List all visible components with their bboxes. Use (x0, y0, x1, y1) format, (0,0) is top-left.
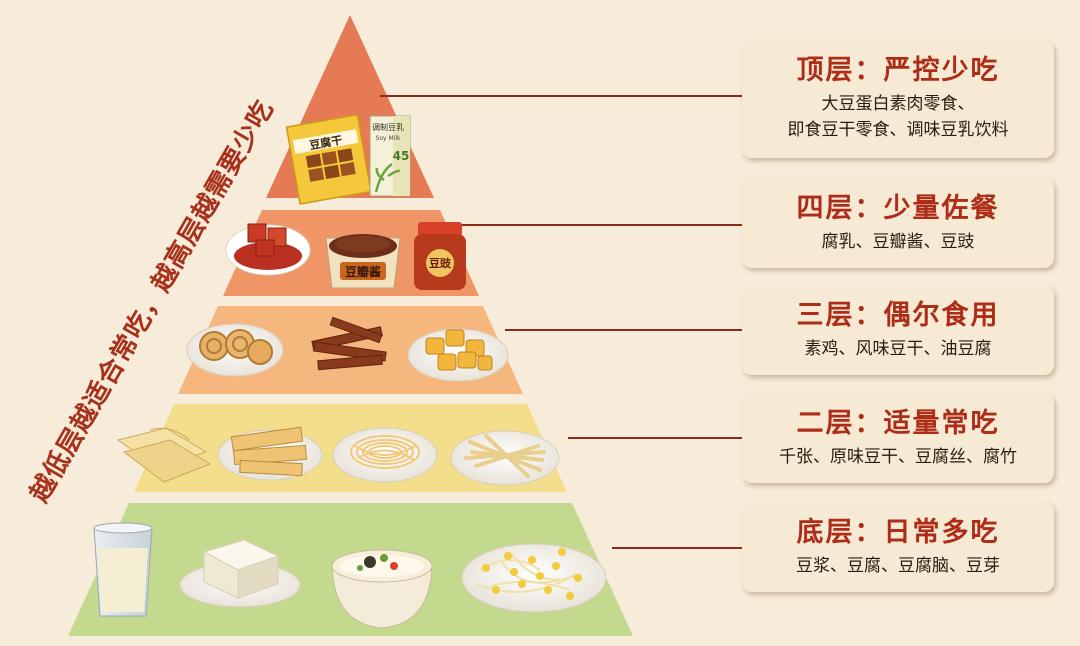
qianzhang-sheets-image (116, 427, 212, 483)
tier-3-title: 三层：偶尔食用 (796, 300, 1000, 331)
connectors (380, 95, 745, 549)
tier-base-line-1: 豆浆、豆腐、豆腐脑、豆芽 (796, 556, 1000, 576)
soy-milk-glass-image (93, 522, 153, 617)
tier-4-card: 四层：少量佐餐 腐乳、豆瓣酱、豆豉 (742, 178, 1054, 268)
tier-top-card: 顶层：严控少吃 大豆蛋白素肉零食、 即食豆干零食、调味豆乳饮料 (742, 40, 1054, 158)
tofu-noodles-plate-image (332, 427, 438, 483)
tier-4-title: 四层：少量佐餐 (796, 193, 1000, 224)
tofu-pudding-bowl-image (331, 549, 433, 629)
tier-top-title: 顶层：严控少吃 (796, 55, 1000, 86)
tier-3-card: 三层：偶尔食用 素鸡、风味豆干、油豆腐 (742, 285, 1054, 375)
bean-sprouts-plate-image (461, 543, 607, 613)
tier-2-card: 二层：适量常吃 千张、原味豆干、豆腐丝、腐竹 (742, 393, 1054, 483)
soy-milk-percent: 45 (393, 149, 410, 163)
tier-3-line-1: 素鸡、风味豆干、油豆腐 (804, 339, 992, 359)
tier-2-title: 二层：适量常吃 (796, 408, 1000, 439)
tier-3-description: 素鸡、风味豆干、油豆腐 (742, 336, 1054, 362)
spiced-dried-tofu-image (311, 316, 387, 371)
fried-tofu-plate-image (407, 328, 509, 382)
plain-dried-tofu-plate-image (217, 426, 323, 481)
dried-tofu-pack-image: 豆腐干 (285, 113, 372, 205)
dried-tofu-label: 豆腐干 (308, 133, 343, 153)
su-ji-plate-image (186, 323, 284, 377)
fermented-tofu-bowl-image (225, 223, 311, 276)
tier-top-description: 大豆蛋白素肉零食、 即食豆干零食、调味豆乳饮料 (742, 91, 1054, 143)
tier-base-card: 底层：日常多吃 豆浆、豆腐、豆腐脑、豆芽 (742, 502, 1054, 592)
tier-base-description: 豆浆、豆腐、豆腐脑、豆芽 (742, 553, 1054, 579)
soy-milk-en-label: Soy Milk (376, 135, 401, 142)
tier-base-title: 底层：日常多吃 (796, 517, 1000, 548)
soy-milk-box-image: 调制豆乳 Soy Milk 45 (369, 115, 411, 197)
douchi-jar-image: 豆豉 (414, 222, 466, 290)
douchi-label: 豆豉 (429, 256, 452, 270)
tier-top-line-1: 大豆蛋白素肉零食、 (821, 94, 975, 114)
tier-top-line-2: 即食豆干零食、调味豆乳饮料 (787, 120, 1009, 140)
bean-paste-label: 豆瓣酱 (345, 264, 381, 279)
yuba-plate-image (450, 430, 560, 486)
soy-milk-label: 调制豆乳 (372, 122, 404, 132)
bean-paste-box-image: 豆瓣酱 (325, 234, 401, 289)
tier-4-line-1: 腐乳、豆瓣酱、豆豉 (821, 232, 975, 252)
tier-4-description: 腐乳、豆瓣酱、豆豉 (742, 229, 1054, 255)
tier-2-line-1: 千张、原味豆干、豆腐丝、腐竹 (779, 447, 1017, 467)
tofu-block-plate-image (179, 539, 301, 608)
tier-2-description: 千张、原味豆干、豆腐丝、腐竹 (742, 444, 1054, 470)
